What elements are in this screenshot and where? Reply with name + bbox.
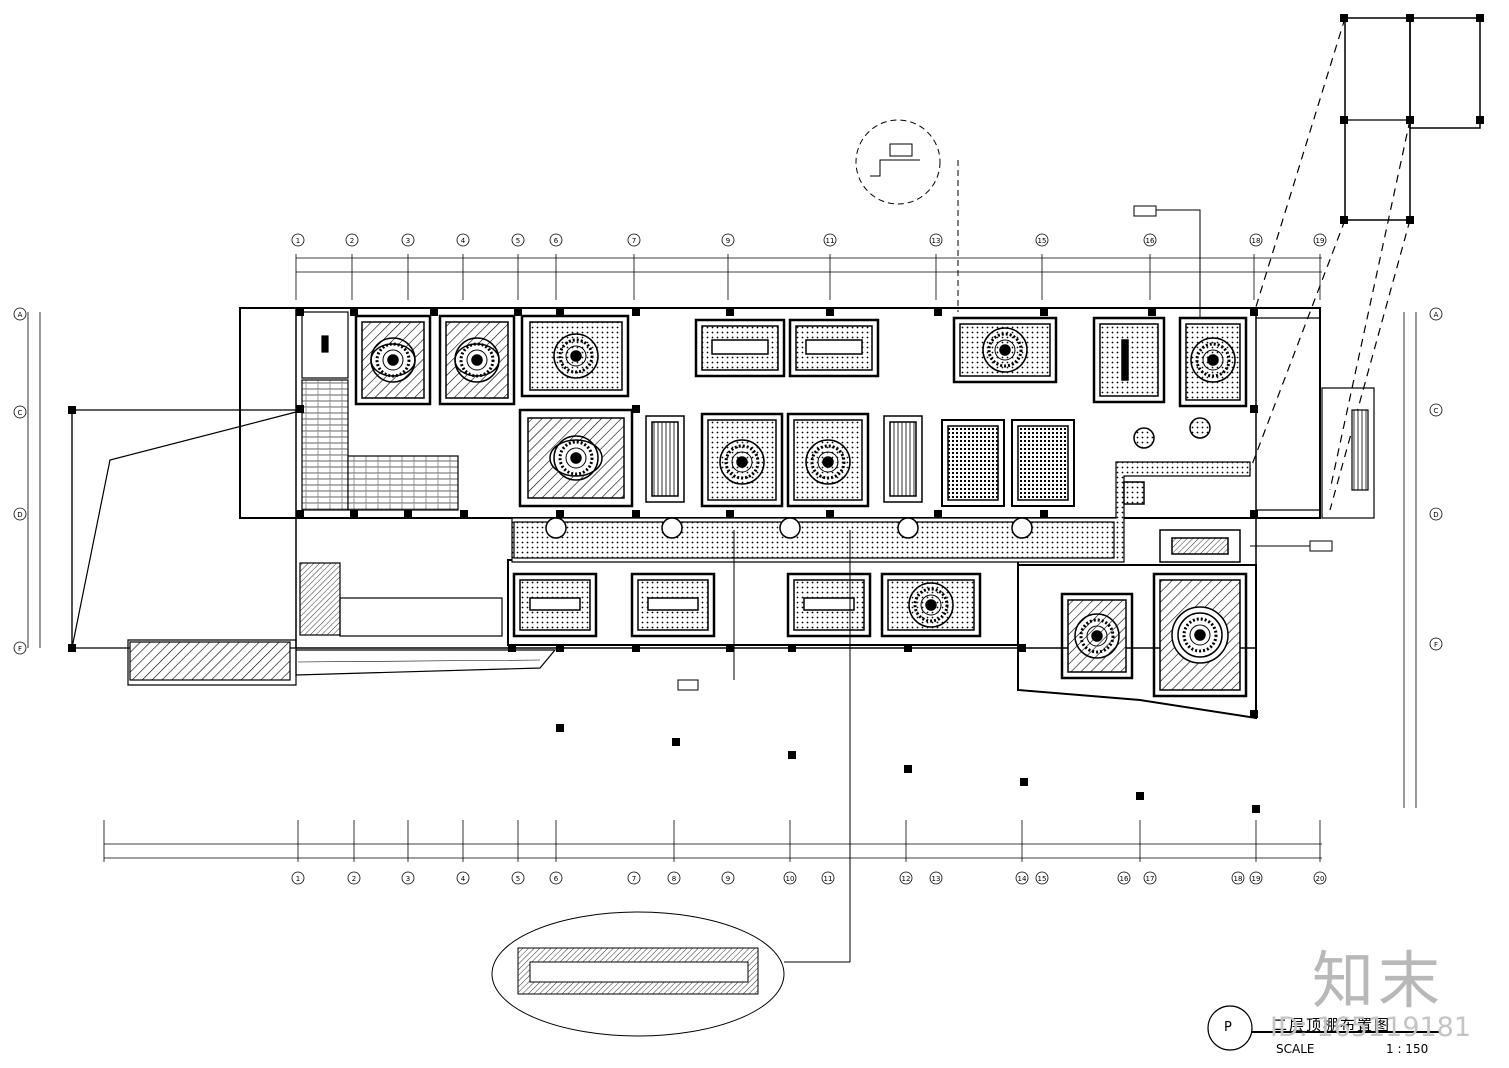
axis-bubble-bottom-label: 11 [824, 875, 833, 883]
axis-bubble-right-label: C [1434, 407, 1439, 415]
columns [68, 14, 1484, 813]
axis-bubble-bottom: 6 [549, 871, 563, 885]
axis-bubble-top: 16 [1143, 233, 1157, 247]
axis-bubble-bottom-label: 8 [672, 875, 676, 883]
axis-bubble-top-label: 3 [406, 237, 410, 245]
drawing-symbol-letter: P [1224, 1020, 1232, 1035]
axis-bubble-bottom-label: 1 [296, 875, 300, 883]
axis-bubble-bottom-label: 4 [461, 875, 466, 883]
axis-bubble-top: 1 [291, 233, 305, 247]
axis-bubble-top-label: 1 [296, 237, 300, 245]
axis-bubble-bottom-label: 18 [1234, 875, 1243, 883]
axis-bubble-bottom-label: 9 [726, 875, 730, 883]
axis-bubble-bottom-label: 12 [902, 875, 911, 883]
scale-label: SCALE [1276, 1042, 1315, 1056]
axis-bubble-top: 18 [1249, 233, 1263, 247]
axis-bubble-bottom: 5 [511, 871, 525, 885]
axis-bubble-bottom-label: 16 [1120, 875, 1129, 883]
axis-bubble-top-label: 13 [932, 237, 941, 245]
axis-ticks [103, 254, 1321, 862]
axis-bubble-top-label: 11 [826, 237, 835, 245]
scale-value: 1 : 150 [1386, 1042, 1429, 1056]
axis-bubble-bottom: 1 [291, 871, 305, 885]
axis-bubble-top: 5 [511, 233, 525, 247]
axis-bubble-top: 11 [823, 233, 837, 247]
axis-bubble-right: A [1429, 307, 1443, 321]
axis-bubble-top: 15 [1035, 233, 1049, 247]
axis-bubble-bottom: 3 [401, 871, 415, 885]
building-outline [71, 17, 1481, 720]
axis-bubble-left: A [13, 307, 27, 321]
dimension-lines [27, 257, 1417, 859]
axis-bubble-bottom: 8 [667, 871, 681, 885]
axis-bubble-bottom: 10 [783, 871, 797, 885]
axis-bubble-top-label: 9 [726, 237, 730, 245]
axis-bubble-top: 9 [721, 233, 735, 247]
watermark-logo: 知末 [1312, 944, 1445, 1017]
axis-bubble-left-label: C [18, 409, 23, 417]
axis-bubble-left: C [13, 405, 27, 419]
ceiling-panels [354, 314, 1248, 698]
axis-bubble-right-label: D [1433, 511, 1438, 519]
axis-bubble-right: D [1429, 507, 1443, 521]
axis-bubble-bottom-label: 10 [786, 875, 795, 883]
axis-bubble-bottom: 9 [721, 871, 735, 885]
axis-bubble-left-label: A [18, 311, 23, 319]
axis-bubble-bottom-label: 6 [554, 875, 559, 883]
axis-bubble-bottom-label: 5 [516, 875, 520, 883]
axis-bubble-bottom: 4 [456, 871, 470, 885]
axis-bubble-left: D [13, 507, 27, 521]
watermark-id: ID: 165119181 [1270, 1012, 1472, 1043]
title-block [1207, 1005, 1440, 1051]
axis-bubble-bottom: 12 [899, 871, 913, 885]
axis-bubble-bottom-label: 2 [352, 875, 356, 883]
axis-bubble-top: 19 [1313, 233, 1327, 247]
axis-bubble-top: 3 [401, 233, 415, 247]
axis-bubble-bottom: 18 [1231, 871, 1245, 885]
axis-bubble-top-label: 2 [350, 237, 354, 245]
axis-bubble-top-label: 7 [632, 237, 636, 245]
axis-bubble-top-label: 19 [1316, 237, 1325, 245]
axis-bubble-bottom-label: 20 [1316, 875, 1325, 883]
axis-bubble-top-label: 15 [1038, 237, 1047, 245]
axis-bubble-top: 7 [627, 233, 641, 247]
axis-bubble-bottom: 14 [1015, 871, 1029, 885]
axis-bubble-bottom: 17 [1143, 871, 1157, 885]
axis-bubble-bottom-label: 7 [632, 875, 636, 883]
axis-bubble-bottom: 7 [627, 871, 641, 885]
axis-bubble-left-label: D [17, 511, 22, 519]
axis-bubble-right: C [1429, 403, 1443, 417]
axis-bubble-top: 2 [345, 233, 359, 247]
axis-bubble-bottom: 11 [821, 871, 835, 885]
axis-bubble-bottom-label: 3 [406, 875, 410, 883]
axis-bubble-bottom: 16 [1117, 871, 1131, 885]
axis-bubble-bottom-label: 13 [932, 875, 941, 883]
axis-bubble-bottom-label: 14 [1018, 875, 1027, 883]
axis-bubble-left: F [13, 641, 27, 655]
axis-bubble-top-label: 4 [461, 237, 466, 245]
axis-bubble-left-label: F [18, 645, 22, 653]
axis-bubble-bottom: 13 [929, 871, 943, 885]
axis-bubble-bottom: 20 [1313, 871, 1327, 885]
axis-bubble-top-label: 6 [554, 237, 559, 245]
axis-bubble-right-label: F [1434, 641, 1438, 649]
axis-bubble-bottom-label: 17 [1146, 875, 1155, 883]
axis-bubble-top-label: 18 [1252, 237, 1261, 245]
axis-bubble-right: F [1429, 637, 1443, 651]
axis-bubble-top: 13 [929, 233, 943, 247]
axis-bubble-top: 4 [456, 233, 470, 247]
axis-bubble-bottom-label: 15 [1038, 875, 1047, 883]
detail-callouts [491, 119, 1333, 1037]
axis-bubble-top: 6 [549, 233, 563, 247]
axis-bubble-bottom-label: 19 [1252, 875, 1261, 883]
drawing-title: 二层顶棚布置图 [1272, 1016, 1392, 1034]
axis-bubble-right-label: A [1434, 311, 1439, 319]
axis-bubble-top-label: 5 [516, 237, 520, 245]
axis-bubble-bottom: 19 [1249, 871, 1263, 885]
axis-bubble-bottom: 15 [1035, 871, 1049, 885]
axis-bubble-top-label: 16 [1146, 237, 1155, 245]
axis-bubble-bottom: 2 [347, 871, 361, 885]
